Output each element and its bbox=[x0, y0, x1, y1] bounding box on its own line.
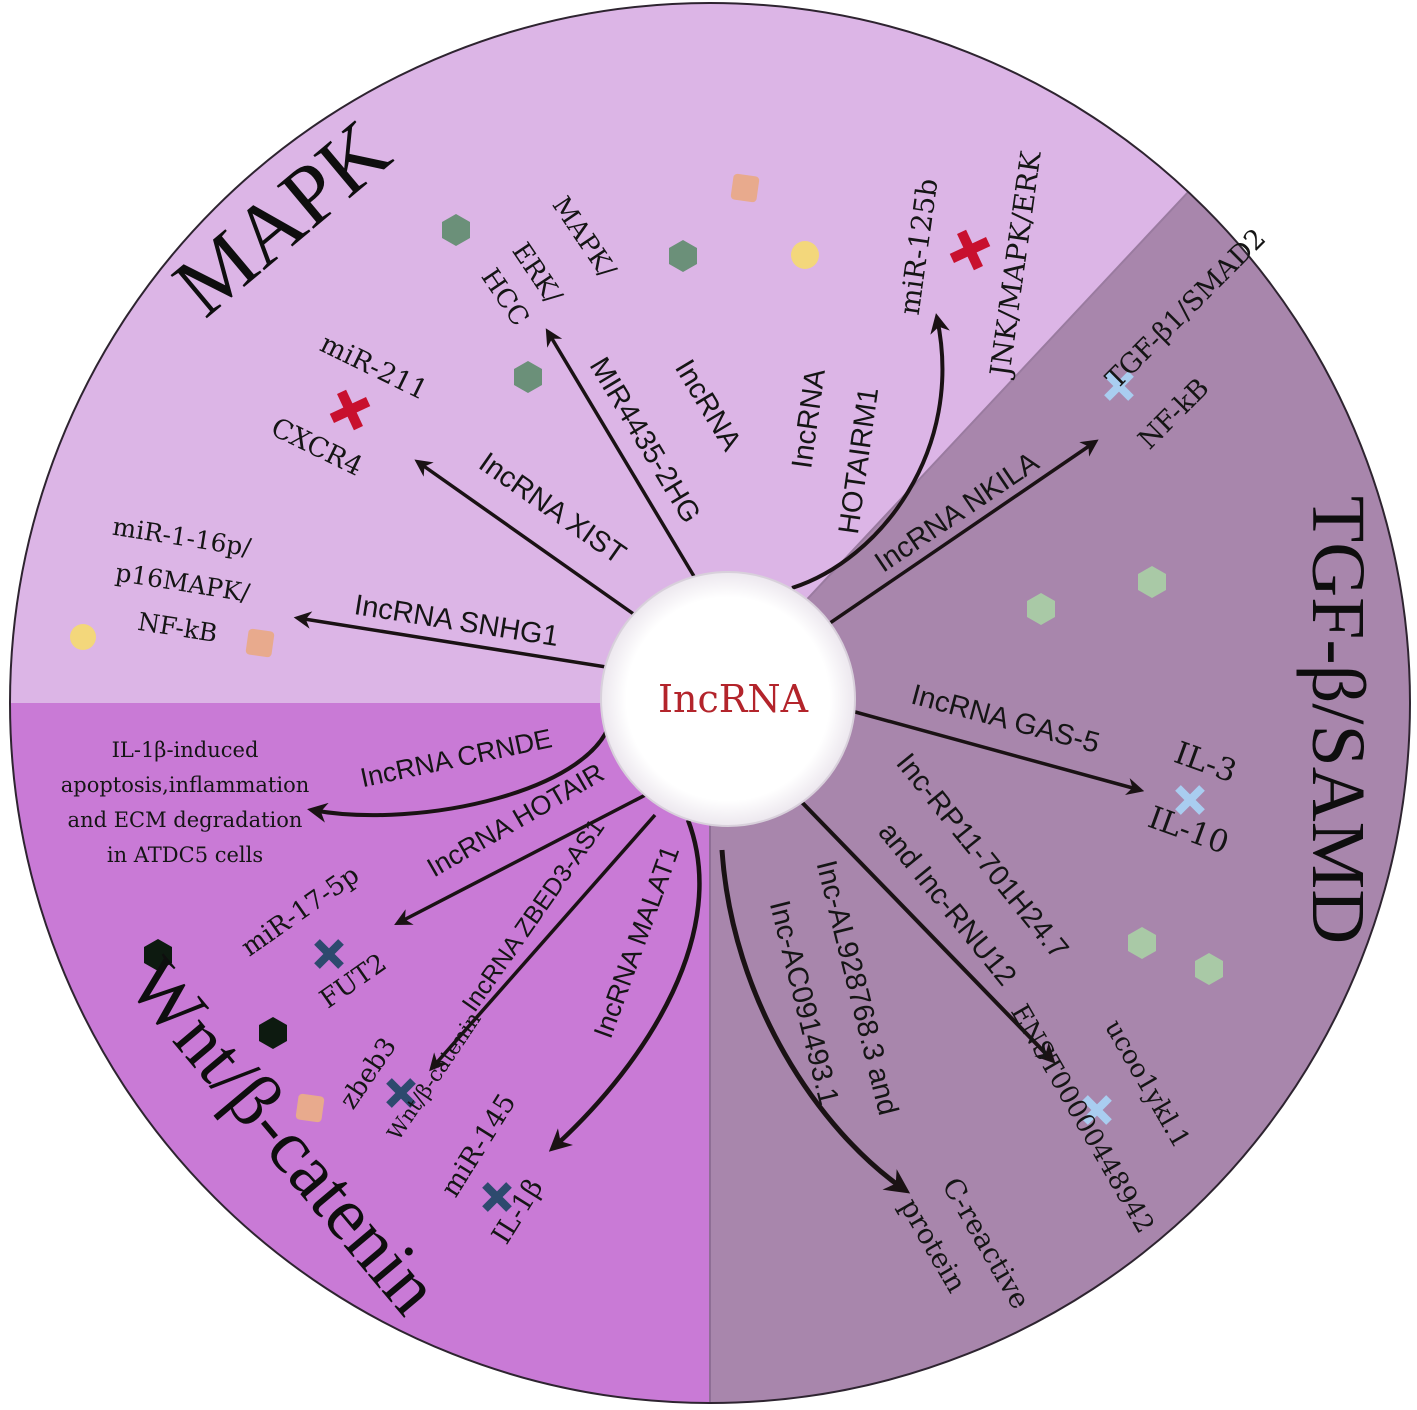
cross-light-blue-icon bbox=[1082, 1095, 1112, 1125]
svg-text:apoptosis,inflammation: apoptosis,inflammation bbox=[61, 773, 310, 797]
hexagon-icon bbox=[669, 240, 697, 272]
arrow-nkila bbox=[807, 439, 1099, 640]
arrow-snhg1 bbox=[293, 611, 626, 672]
arrow-xist bbox=[414, 459, 637, 617]
arrows bbox=[293, 313, 1145, 1194]
hexagon-icon bbox=[1128, 927, 1156, 959]
cross-light-blue-icon bbox=[1104, 371, 1134, 401]
cross-dark-blue-icon bbox=[482, 1182, 512, 1212]
arrow-hotairm1 bbox=[791, 313, 950, 590]
tgf-title: TGF-β/SAMD bbox=[1296, 496, 1380, 944]
cross-dark-blue-icon bbox=[314, 939, 344, 969]
arrow-mir4435 bbox=[545, 328, 697, 579]
arrow-al928 bbox=[719, 849, 911, 1194]
arrow-zbed3 bbox=[429, 813, 657, 1072]
hexagon-icon bbox=[442, 214, 470, 246]
hexagon-icon bbox=[1027, 593, 1055, 625]
hexagon-icon bbox=[144, 939, 172, 971]
cross-light-blue-icon bbox=[1175, 785, 1205, 815]
hexagon-icon bbox=[1195, 953, 1223, 985]
cross-dark-blue-icon bbox=[386, 1078, 416, 1108]
decorations bbox=[70, 173, 1223, 1123]
hexagon-icon bbox=[514, 361, 542, 393]
square-icon bbox=[245, 628, 275, 658]
arrow-crnde bbox=[307, 714, 614, 823]
hexagon-icon bbox=[259, 1017, 287, 1049]
svg-text:IL-1β-induced: IL-1β-induced bbox=[112, 738, 259, 762]
svg-text:in ATDC5 cells: in ATDC5 cells bbox=[107, 843, 263, 867]
yellow-dot-icon bbox=[791, 241, 819, 269]
target-crnde: IL-1β-induced apoptosis,inflammation and… bbox=[61, 738, 310, 867]
center-circle bbox=[600, 571, 856, 827]
square-icon bbox=[730, 173, 760, 203]
arrow-hotair bbox=[394, 788, 656, 926]
hexagon-icon bbox=[1138, 566, 1166, 598]
crosses bbox=[314, 229, 1205, 1212]
arrow-rp11 bbox=[788, 788, 1056, 1064]
yellow-dot-icon bbox=[70, 624, 96, 650]
center-label: IncRNA bbox=[658, 677, 809, 721]
arrow-malat1 bbox=[548, 819, 702, 1152]
square-icon bbox=[295, 1093, 325, 1123]
wheel-rim bbox=[9, 2, 1411, 1404]
cross-red-icon bbox=[329, 389, 371, 431]
cross-red-icon bbox=[949, 229, 991, 271]
tgf-sector bbox=[710, 190, 1410, 1403]
center-hub: IncRNA bbox=[600, 571, 856, 827]
arrow-gas5 bbox=[847, 708, 1145, 795]
svg-text:and ECM degradation: and ECM degradation bbox=[68, 808, 303, 832]
